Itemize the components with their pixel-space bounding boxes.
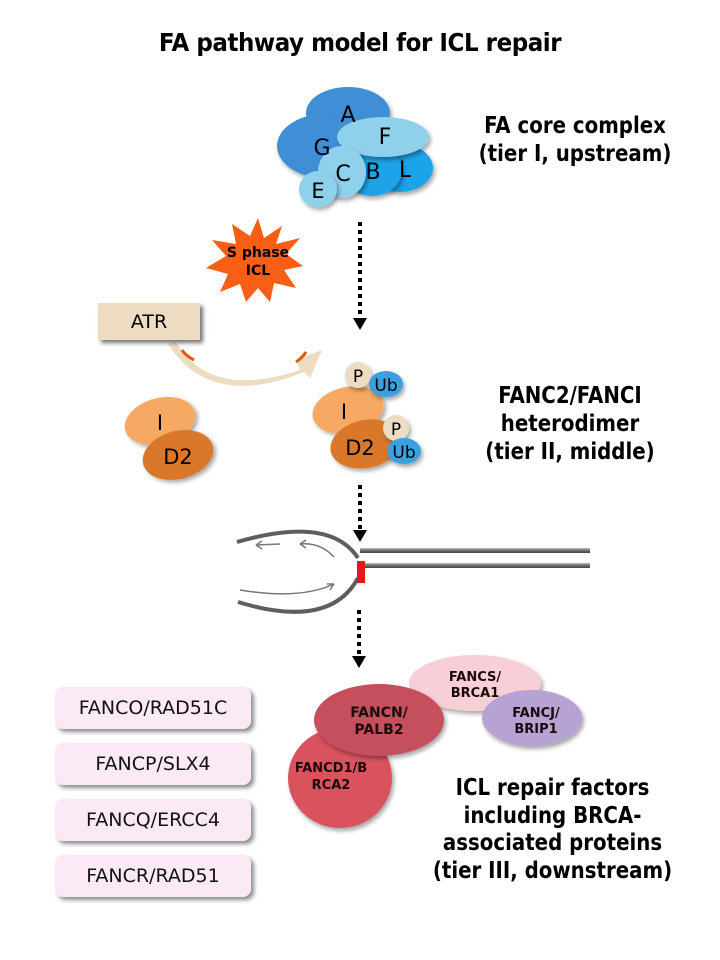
ubiquitin-1-label: Ub <box>374 376 397 396</box>
fa-core-complex: A G F C B L E <box>277 87 433 207</box>
protein-e-label: E <box>311 179 324 203</box>
atr-curved-arrow <box>168 342 322 386</box>
ubiquitin-2 <box>387 438 421 464</box>
fancd2-inactive <box>142 430 214 480</box>
dotted-arrow-heterodimer-to-fork <box>353 485 367 542</box>
phospho-1-label: P <box>353 367 363 387</box>
active-heterodimer: I D2 P Ub P Ub <box>312 362 421 469</box>
dotted-arrow-fork-to-repair <box>352 610 366 668</box>
icl-lesion <box>357 561 365 583</box>
fancd2-inactive-label: D2 <box>163 445 193 469</box>
atr-kinase-box: ATR <box>98 303 200 340</box>
tier2-label-line: heterodimer <box>500 411 640 438</box>
tier3-label: ICL repair factors including BRCA- assoc… <box>408 775 696 885</box>
factor-fancq-ercc4: FANCQ/ERCC4 <box>55 799 251 841</box>
fancj-label-2: BRIP1 <box>514 722 557 737</box>
replication-fork <box>236 529 590 614</box>
protein-g-label: G <box>313 136 330 161</box>
phospho-2-label: P <box>391 420 401 440</box>
tier3-label-line: (tier III, downstream) <box>432 857 673 884</box>
fancs-label-1: FANCS/ <box>449 670 501 685</box>
factor-fancp-slx4: FANCP/SLX4 <box>55 743 251 785</box>
fancd2-active-label: D2 <box>345 436 375 460</box>
s-phase-icl-starburst: S phase ICL <box>206 218 303 302</box>
tier3-label-line: ICL repair factors <box>455 775 650 801</box>
fanci-inactive-label: I <box>157 411 163 435</box>
fancj-brip1 <box>482 690 582 746</box>
protein-f-label: F <box>379 125 392 150</box>
protein-b-label: B <box>365 160 380 185</box>
ubiquitin-1 <box>369 371 403 397</box>
fancn-label-2: PALB2 <box>354 722 403 738</box>
fancs-label-2: BRCA1 <box>451 686 500 701</box>
inactive-heterodimer: I D2 <box>124 396 214 480</box>
fancj-label-1: FANCJ/ <box>512 706 560 721</box>
tier1-label: FA core complex (tier I, upstream) <box>459 113 691 168</box>
factor-fanco-rad51c: FANCO/RAD51C <box>55 687 251 729</box>
protein-c-label: C <box>335 162 350 187</box>
brca-complex: FANCS/ BRCA1 FANCN/ PALB2 FANCJ/ BRIP1 F… <box>288 655 582 828</box>
protein-f <box>337 117 429 157</box>
fancn-palb2 <box>314 684 444 756</box>
diagram-title: FA pathway model for ICL repair <box>158 28 562 57</box>
fanci-active-label: I <box>341 400 347 424</box>
phospho-1 <box>345 362 371 388</box>
tier2-label-line: (tier II, middle) <box>485 439 655 466</box>
tier3-label-line: associated proteins <box>442 830 663 857</box>
tier1-label-line: (tier I, upstream) <box>478 140 672 167</box>
tier2-label: FANC2/FANCI heterodimer (tier II, middle… <box>463 382 678 466</box>
factor-fancr-rad51: FANCR/RAD51 <box>55 855 251 897</box>
tier3-label-line: including BRCA- <box>463 802 642 829</box>
tier2-label-line: FANC2/FANCI <box>498 383 642 409</box>
protein-e <box>299 171 337 207</box>
dotted-arrow-core-to-heterodimer <box>353 222 367 330</box>
tier1-label-line: FA core complex <box>484 113 666 139</box>
fancd1-label-1: FANCD1/B <box>295 761 367 776</box>
fancd1-label-2: RCA2 <box>312 778 351 793</box>
ubiquitin-2-label: Ub <box>392 443 415 463</box>
fancn-label-1: FANCN/ <box>350 705 409 721</box>
protein-l-label: L <box>399 158 412 183</box>
protein-a-label: A <box>340 103 355 128</box>
phospho-2 <box>383 415 409 441</box>
starburst-line2: ICL <box>246 263 270 279</box>
starburst-line1: S phase <box>227 245 289 261</box>
